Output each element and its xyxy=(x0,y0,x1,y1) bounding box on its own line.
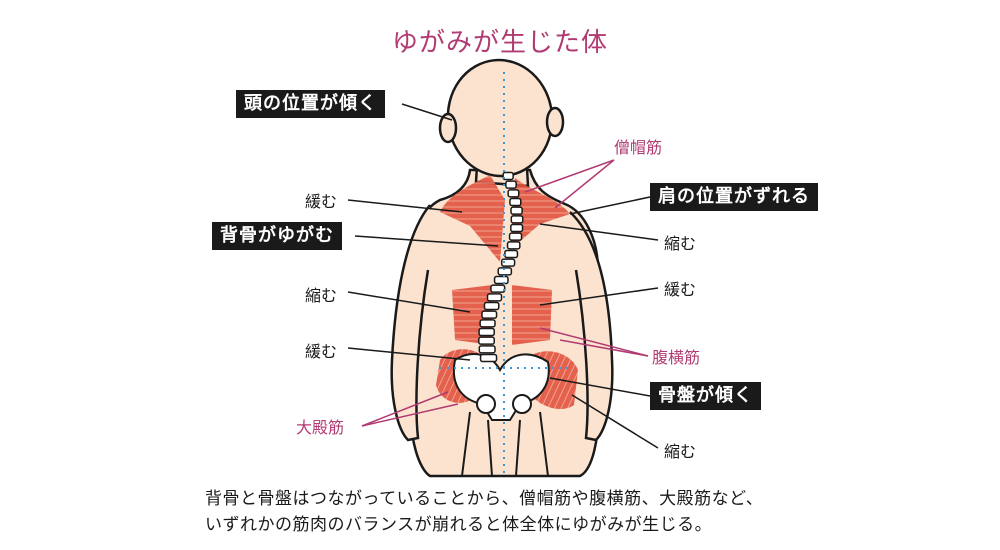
trapezius-muscle xyxy=(440,175,505,262)
leader-spine xyxy=(354,235,499,247)
transverse-abdominis-right xyxy=(512,285,552,345)
vertebra xyxy=(493,275,509,285)
leader-abdominis-b xyxy=(559,339,649,357)
vertebra xyxy=(486,293,503,302)
vertebra xyxy=(502,171,514,181)
vertebra xyxy=(508,232,523,241)
right-leg xyxy=(515,411,549,477)
leader-right-lower xyxy=(571,394,659,449)
vertebra xyxy=(478,345,496,354)
vertebra xyxy=(507,189,520,198)
caption-line-2: いずれかの筋肉のバランスが崩れると体全体にゆがみが生じる。 xyxy=(205,515,713,535)
label-transverse-abdominis: 腹横筋 xyxy=(652,348,701,367)
leader-head xyxy=(401,103,453,121)
callout-pelvis-tilt: 骨盤が傾く xyxy=(650,382,761,410)
caption: 背骨と骨盤はつながっていることから、僧帽筋や腹横筋、大殿筋など、 いずれかの筋肉… xyxy=(205,486,845,538)
vertebra xyxy=(479,353,498,363)
leader-left-upper xyxy=(347,199,463,213)
vertebra xyxy=(483,301,500,311)
trapezius-muscle-right xyxy=(510,178,570,250)
vertebra xyxy=(510,223,524,233)
vertebra xyxy=(479,319,496,328)
leader-pelvis xyxy=(549,377,651,397)
spine xyxy=(478,171,524,363)
hip-joint-left xyxy=(476,394,496,414)
vertebra xyxy=(506,241,521,250)
left-arm xyxy=(390,204,431,442)
leader-shoulder xyxy=(569,196,651,215)
state-left-middle: 縮む xyxy=(305,286,338,305)
diagram-title: ゆがみが生じた体 xyxy=(391,28,608,58)
state-right-upper: 縮む xyxy=(664,234,697,253)
leader-trapezius-b xyxy=(554,159,615,209)
state-right-lower: 縮む xyxy=(664,442,697,461)
leader-right-upper xyxy=(539,223,659,241)
leader-gluteus-a xyxy=(361,391,449,427)
vertebra xyxy=(500,258,516,267)
callout-shoulder-shift: 肩の位置がずれる xyxy=(650,183,818,211)
head xyxy=(446,58,554,178)
leader-right-middle xyxy=(539,287,659,306)
hip-joint-right xyxy=(512,394,532,414)
state-left-upper: 緩む xyxy=(305,192,338,211)
right-ear xyxy=(545,106,565,138)
vertebra xyxy=(481,310,498,319)
vertebra xyxy=(510,206,523,215)
state-right-middle: 緩む xyxy=(664,280,697,299)
leader-trapezius-a xyxy=(524,159,615,193)
vertebra xyxy=(478,336,495,345)
vertebra xyxy=(497,267,513,276)
right-arm xyxy=(569,211,614,442)
state-left-lower: 緩む xyxy=(305,342,338,361)
vertebra xyxy=(505,180,517,189)
callout-head-tilt: 頭の位置が傾く xyxy=(236,90,385,118)
leader-abdominis-a xyxy=(539,327,649,357)
label-trapezius: 僧帽筋 xyxy=(614,138,663,157)
leader-left-middle xyxy=(347,291,471,313)
leader-gluteus-b xyxy=(361,403,459,427)
vertebra xyxy=(510,215,524,224)
vertebra xyxy=(504,249,519,259)
vertebra xyxy=(478,327,495,337)
vertebra xyxy=(509,197,522,207)
callout-spine-curve: 背骨がゆがむ xyxy=(212,222,342,250)
vertebra xyxy=(490,284,506,293)
label-gluteus-maximus: 大殿筋 xyxy=(296,418,345,437)
left-ear xyxy=(438,112,458,144)
leader-left-lower xyxy=(347,347,471,361)
caption-line-1: 背骨と骨盤はつながっていることから、僧帽筋や腹横筋、大殿筋など、 xyxy=(205,489,764,509)
left-leg xyxy=(461,411,493,477)
